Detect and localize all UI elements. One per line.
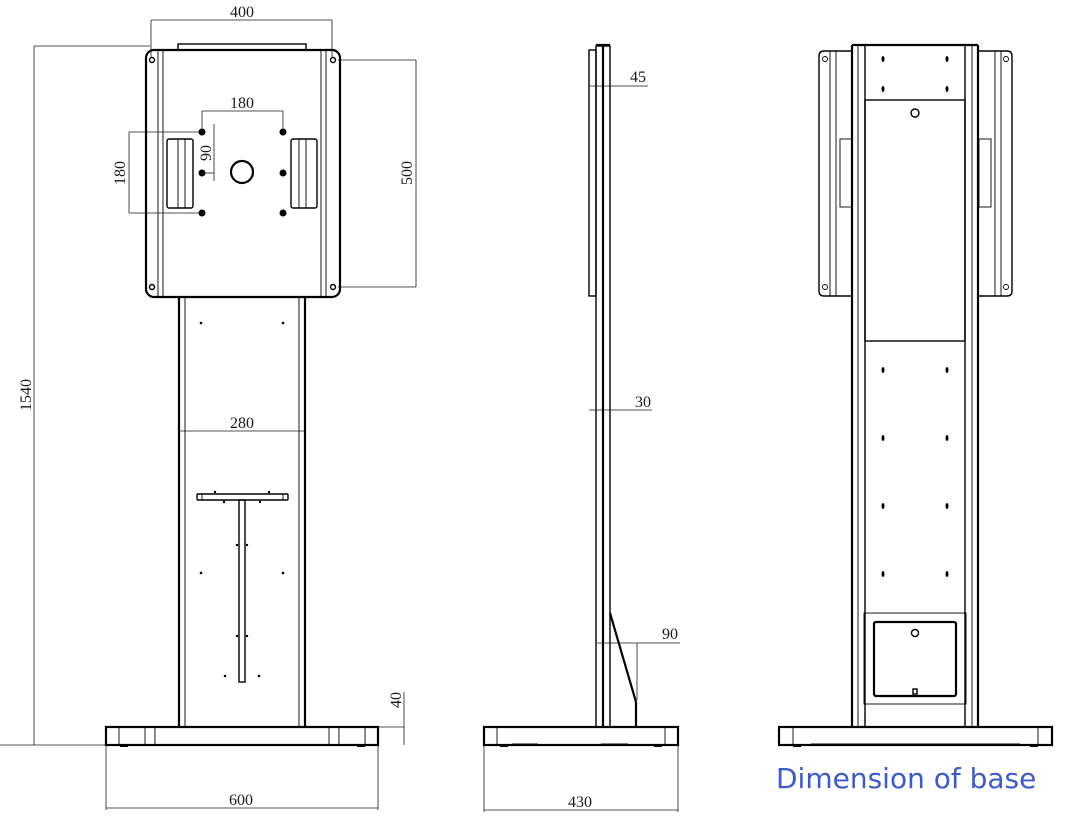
dim-brace-depth: 90	[662, 626, 678, 643]
dim-column-width: 280	[230, 415, 254, 432]
dim-base-height: 40	[388, 692, 405, 708]
side-view: 45 30 90 430	[482, 43, 680, 812]
dim-vesa-horizontal: 180	[230, 95, 254, 112]
dim-panel-height: 500	[399, 161, 416, 185]
front-view: 400 180 90 180 500 1540 280 600 40	[0, 4, 417, 810]
caption-dimension-of-base: Dimension of base	[776, 762, 1037, 795]
dim-base-depth: 430	[568, 794, 592, 811]
rear-view	[777, 43, 1054, 747]
dim-panel-depth: 45	[630, 69, 646, 86]
dim-column-depth: 30	[635, 394, 651, 411]
dim-panel-width: 400	[230, 4, 254, 21]
dim-total-height: 1540	[18, 379, 35, 411]
dim-vesa-vertical-large: 180	[112, 161, 129, 185]
dim-vesa-vertical-small: 90	[198, 145, 215, 161]
dim-base-width: 600	[229, 792, 253, 809]
